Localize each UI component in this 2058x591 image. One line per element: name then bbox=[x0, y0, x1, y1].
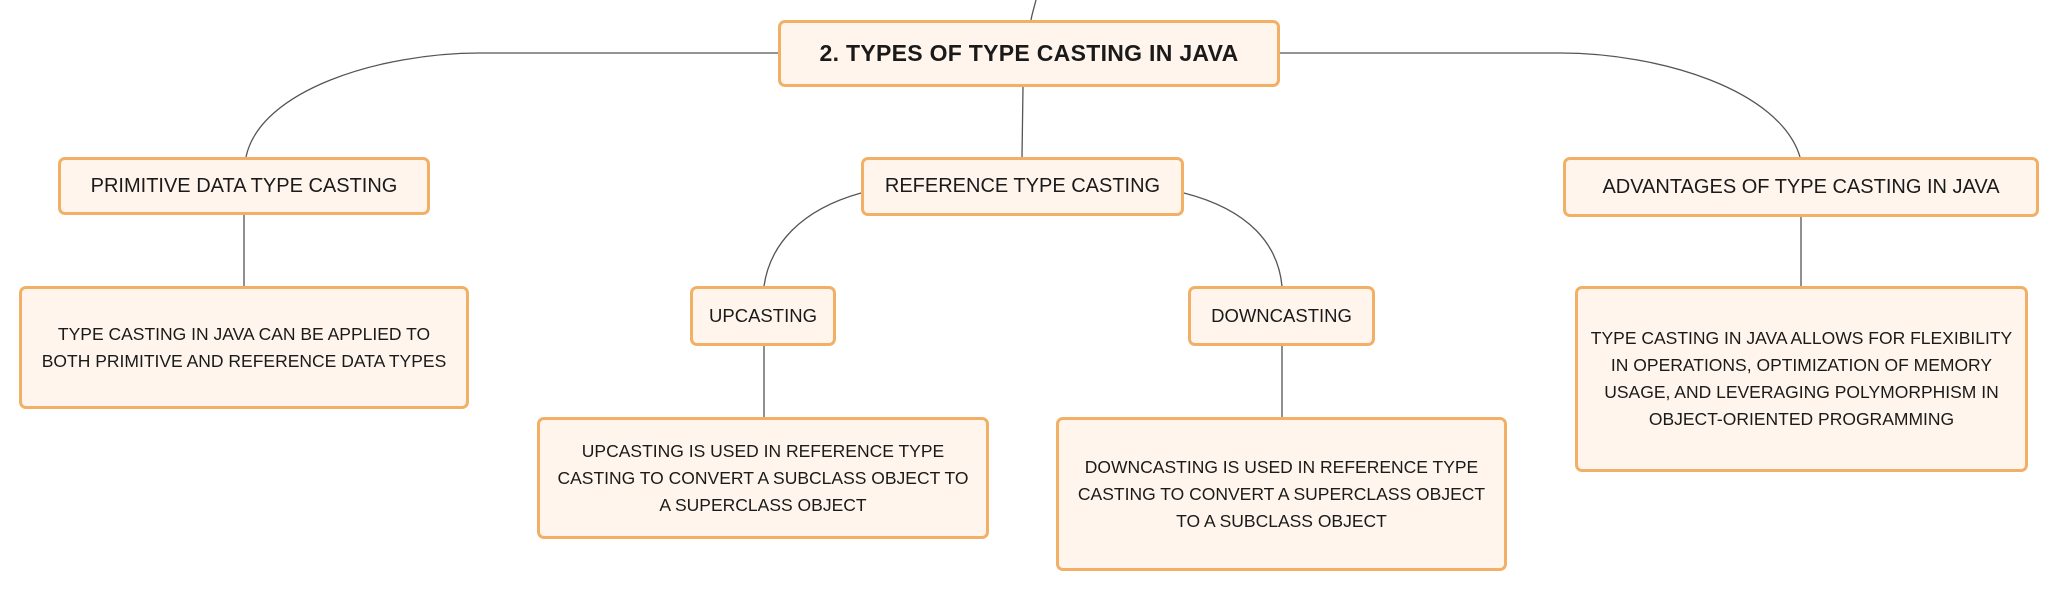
topic-upcasting[interactable]: UPCASTING bbox=[690, 286, 836, 346]
note-upcasting-text: UPCASTING IS USED IN REFERENCE TYPE CAST… bbox=[557, 440, 969, 515]
note-downcasting-text: DOWNCASTING IS USED IN REFERENCE TYPE CA… bbox=[1077, 456, 1486, 531]
connector-root-to-primitive bbox=[245, 52, 778, 158]
root-topic[interactable]: 2. TYPES OF TYPE CASTING IN JAVA bbox=[778, 20, 1280, 87]
connector-root-to-reference bbox=[1021, 86, 1024, 158]
note-advantages[interactable]: TYPE CASTING IN JAVA ALLOWS FOR FLEXIBIL… bbox=[1575, 286, 2028, 472]
topic-downcasting-label: DOWNCASTING bbox=[1211, 305, 1352, 326]
topic-upcasting-label: UPCASTING bbox=[709, 305, 817, 326]
connector-root-to-advantages bbox=[1280, 52, 1801, 158]
topic-advantages-label: ADVANTAGES OF TYPE CASTING IN JAVA bbox=[1602, 175, 2000, 198]
topic-advantages-of-type-casting[interactable]: ADVANTAGES OF TYPE CASTING IN JAVA bbox=[1563, 157, 2039, 217]
topic-reference-type-casting[interactable]: REFERENCE TYPE CASTING bbox=[861, 157, 1184, 216]
topic-primitive-label: PRIMITIVE DATA TYPE CASTING bbox=[90, 174, 398, 197]
connector-parent-to-root bbox=[1030, 0, 1037, 21]
connector-reference-to-downcasting bbox=[1183, 192, 1283, 287]
root-topic-label: 2. TYPES OF TYPE CASTING IN JAVA bbox=[819, 40, 1239, 66]
connector-reference-to-upcasting bbox=[763, 192, 862, 287]
note-advantages-text: TYPE CASTING IN JAVA ALLOWS FOR FLEXIBIL… bbox=[1590, 328, 2013, 429]
topic-downcasting[interactable]: DOWNCASTING bbox=[1188, 286, 1375, 346]
topic-reference-label: REFERENCE TYPE CASTING bbox=[884, 175, 1161, 197]
note-primitive-text: TYPE CASTING IN JAVA CAN BE APPLIED TO B… bbox=[41, 323, 447, 371]
note-downcasting[interactable]: DOWNCASTING IS USED IN REFERENCE TYPE CA… bbox=[1056, 417, 1507, 571]
note-upcasting[interactable]: UPCASTING IS USED IN REFERENCE TYPE CAST… bbox=[537, 417, 989, 539]
topic-primitive-data-type-casting[interactable]: PRIMITIVE DATA TYPE CASTING bbox=[58, 157, 430, 215]
note-primitive[interactable]: TYPE CASTING IN JAVA CAN BE APPLIED TO B… bbox=[19, 286, 469, 409]
